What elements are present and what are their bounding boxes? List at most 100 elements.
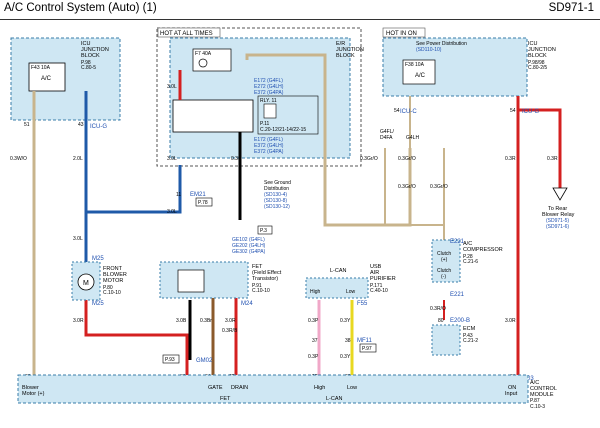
- ac-compressor: A/C COMPRESSOR P.28 C.21-6 Clutch (+) Cl…: [431, 239, 503, 283]
- svg-text:High: High: [314, 385, 325, 391]
- svg-text:43: 43: [78, 122, 84, 128]
- svg-text:3.0L: 3.0L: [167, 84, 177, 90]
- er-panel: HOT AT ALL TIMES E/R JUNCTION BLOCK F7 4…: [156, 27, 364, 167]
- svg-text:See Ground: See Ground: [264, 180, 291, 186]
- wire-red-main: [84, 70, 562, 375]
- icu-right-panel: HOT IN ON See Power Distribution (SD110-…: [382, 27, 556, 97]
- svg-text:M25: M25: [92, 301, 104, 307]
- wire-can: [317, 300, 354, 375]
- svg-text:0.3P: 0.3P: [308, 354, 319, 360]
- svg-text:Low: Low: [347, 385, 357, 391]
- svg-text:ICU-G: ICU-G: [522, 109, 539, 115]
- fet-module: FET (Field Effect Transistor) P.91 C.10-…: [159, 261, 282, 299]
- svg-text:CONTROL: CONTROL: [530, 386, 557, 392]
- svg-text:C.21-2: C.21-2: [463, 338, 478, 344]
- svg-text:0.3Br: 0.3Br: [200, 318, 212, 324]
- svg-text:FET: FET: [220, 396, 231, 402]
- svg-text:P.97: P.97: [362, 346, 372, 352]
- svg-text:C.10-10: C.10-10: [103, 290, 121, 296]
- svg-text:DRAIN: DRAIN: [231, 385, 248, 391]
- svg-text:(SD130-4): (SD130-4): [264, 192, 287, 198]
- ecm-module: ECM P.43 C.21-2: [431, 324, 478, 356]
- svg-text:(SD130-12): (SD130-12): [264, 204, 290, 210]
- svg-text:L-CAN: L-CAN: [330, 268, 347, 274]
- icu-right-ref2: C.80-2/5: [528, 65, 547, 71]
- svg-text:P.3: P.3: [260, 228, 267, 234]
- icu-right-ref1: P.98/98: [528, 60, 545, 66]
- usb-air-purifier: L-CAN USB AIR PURIFIER P.171 C.40-10 Hig…: [305, 264, 396, 299]
- svg-text:0.3B: 0.3B: [231, 156, 242, 162]
- svg-text:Low: Low: [346, 289, 356, 295]
- page-title: A/C Control System (Auto) (1): [4, 2, 157, 14]
- svg-text:L-CAN: L-CAN: [326, 396, 343, 402]
- svg-text:M25: M25: [92, 256, 104, 262]
- power-dist-ref: (SD110-10): [416, 47, 442, 53]
- svg-text:GATE: GATE: [208, 385, 223, 391]
- svg-text:GE202 (G4LH): GE202 (G4LH): [232, 243, 266, 249]
- svg-text:M: M: [83, 280, 89, 287]
- svg-text:P.87: P.87: [530, 398, 540, 404]
- svg-text:FRONT: FRONT: [103, 266, 123, 272]
- page-code: SD971-1: [548, 2, 594, 14]
- svg-text:3.0R: 3.0R: [73, 318, 84, 324]
- header-rule: [0, 19, 600, 20]
- svg-text:ECM: ECM: [463, 326, 476, 332]
- svg-text:ICU-G: ICU-G: [90, 124, 107, 130]
- svg-text:G4LH: G4LH: [406, 135, 419, 141]
- svg-text:0.3R: 0.3R: [505, 156, 516, 162]
- wire-black: [188, 132, 242, 360]
- svg-text:3.0L: 3.0L: [167, 156, 177, 162]
- svg-text:To Rear: To Rear: [548, 206, 567, 212]
- svg-text:Distribution: Distribution: [264, 186, 289, 192]
- svg-text:11: 11: [176, 192, 181, 198]
- svg-text:E172 (G4FL): E172 (G4FL): [254, 78, 283, 84]
- relay-ref1: P.11: [260, 121, 269, 127]
- svg-text:0.3Gr/O: 0.3Gr/O: [398, 184, 416, 190]
- relay-ref2: C.20-12/21-14/22-15: [260, 127, 306, 133]
- svg-text:0.3R/O: 0.3R/O: [430, 306, 446, 312]
- svg-text:A/C: A/C: [530, 380, 539, 386]
- svg-text:3.0B: 3.0B: [176, 318, 187, 324]
- svg-text:C.10-10: C.10-10: [252, 288, 270, 294]
- svg-text:BLOWER: BLOWER: [103, 272, 127, 278]
- svg-text:(-): (-): [441, 274, 446, 280]
- fuse-f7-label: F7 40A: [195, 51, 212, 57]
- svg-text:C.40-10: C.40-10: [370, 288, 388, 294]
- icu-left-title-3: BLOCK: [81, 53, 100, 59]
- svg-text:Blower Relay: Blower Relay: [542, 212, 575, 218]
- svg-text:Clutch: Clutch: [437, 251, 451, 257]
- hot-at-all-times: HOT AT ALL TIMES: [160, 31, 213, 37]
- connector-labels: ICU-G ICU-C ICU-G E172 (G4FL) E272 (G4LH…: [90, 78, 539, 382]
- svg-text:C.21-6: C.21-6: [463, 259, 478, 265]
- svg-text:E221: E221: [450, 292, 465, 298]
- svg-text:0.3W/O: 0.3W/O: [10, 156, 27, 162]
- icu-right-title-2: JUNCTION: [528, 47, 556, 53]
- svg-text:80: 80: [438, 318, 444, 324]
- fuse-f38-label: F38 10A: [405, 62, 425, 68]
- svg-text:3.0L: 3.0L: [73, 236, 83, 242]
- svg-text:37: 37: [312, 338, 318, 344]
- svg-text:MF11: MF11: [357, 338, 373, 344]
- svg-text:(SD971-6): (SD971-6): [546, 224, 569, 230]
- wire-blue-main: [84, 91, 182, 262]
- svg-text:D4FA: D4FA: [380, 135, 393, 141]
- svg-text:MODULE: MODULE: [530, 392, 554, 398]
- svg-text:M03: M03: [522, 376, 534, 382]
- svg-text:P.93: P.93: [165, 357, 175, 363]
- svg-text:ICU-C: ICU-C: [400, 109, 417, 115]
- svg-text:3.0R: 3.0R: [505, 318, 516, 324]
- svg-text:0.3Gr/O: 0.3Gr/O: [430, 184, 448, 190]
- svg-text:0.3Gr/O: 0.3Gr/O: [398, 156, 416, 162]
- svg-text:GE102 (G4FL): GE102 (G4FL): [232, 237, 265, 243]
- svg-text:AIR: AIR: [370, 270, 379, 276]
- icu-left-title-2: JUNCTION: [81, 47, 109, 53]
- rear-blower-relay-arrow: To Rear Blower Relay (SD971-5) (SD971-6): [542, 187, 575, 230]
- fan-icon: [198, 58, 208, 68]
- icu-left-panel: F43 10A A/C ICU JUNCTION BLOCK P.98 C.80…: [10, 37, 121, 121]
- svg-text:(+): (+): [441, 257, 448, 263]
- svg-text:Input: Input: [505, 391, 518, 397]
- icu-left-ref1: P.98: [81, 60, 91, 66]
- svg-text:COMPRESSOR: COMPRESSOR: [463, 247, 503, 253]
- svg-text:P.28: P.28: [463, 254, 473, 260]
